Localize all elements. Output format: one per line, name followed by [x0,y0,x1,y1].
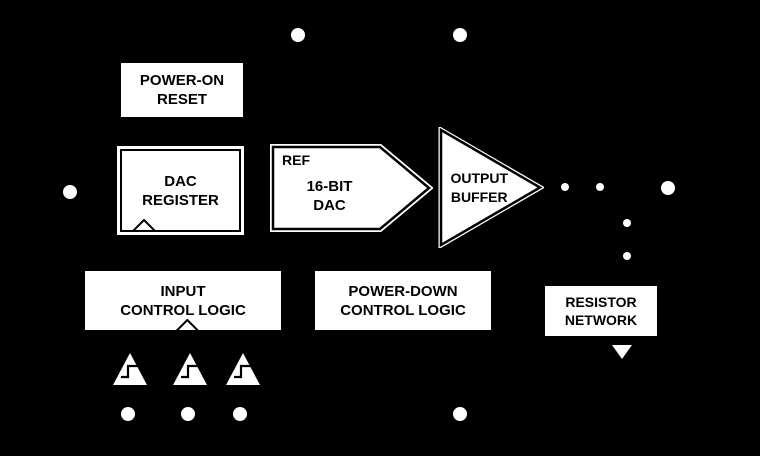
block-label: CONTROL LOGIC [340,301,466,319]
block-label: POWER-DOWN [348,282,458,300]
block-label: DAC [164,172,197,190]
block-label: RESET [156,91,207,108]
block-input-control-logic: INPUT CONTROL LOGIC [85,271,281,332]
output-down-arrow-icon [612,345,632,359]
block-power-on-reset: POWER-ON RESET [121,63,243,117]
clock-input-icon [175,319,200,332]
block-label: POWER-ON [139,72,225,89]
bottom-pin-4 [453,407,467,421]
bottom-pin-2 [181,407,195,421]
block-label: NETWORK [564,312,638,328]
block-label: INPUT [160,282,206,300]
block-label: CONTROL LOGIC [120,301,246,319]
top-pin-2 [453,28,467,42]
block-power-down-control-logic: POWER-DOWN CONTROL LOGIC [315,271,491,330]
connection-dot [561,183,569,191]
block-output-buffer: OUTPUT BUFFER [438,127,544,248]
connection-dot [596,183,604,191]
left-pin [63,185,77,199]
amplifier-triangle-icon [438,127,544,248]
block-label: 16-BIT DAC [306,178,353,214]
right-pin [661,181,675,195]
dac-arrow-shape-icon [270,144,433,232]
block-resistor-network: RESISTOR NETWORK [545,286,657,336]
block-label: RESISTOR [565,294,637,310]
block-16bit-dac: REF 16-BIT DAC [270,144,433,232]
connection-dot [623,219,631,227]
ref-input-label: REF [282,152,310,168]
clock-input-icon [132,219,156,232]
block-dac-register: DAC REGISTER [117,146,244,235]
connection-dot [623,252,631,260]
bottom-pin-3 [233,407,247,421]
input-buffer-icon [113,353,147,385]
input-buffer-icon [173,353,207,385]
block-label: OUTPUT BUFFER [450,169,508,205]
block-label: REGISTER [142,191,219,209]
bottom-pin-1 [121,407,135,421]
input-buffer-icon [226,353,260,385]
top-pin-1 [291,28,305,42]
